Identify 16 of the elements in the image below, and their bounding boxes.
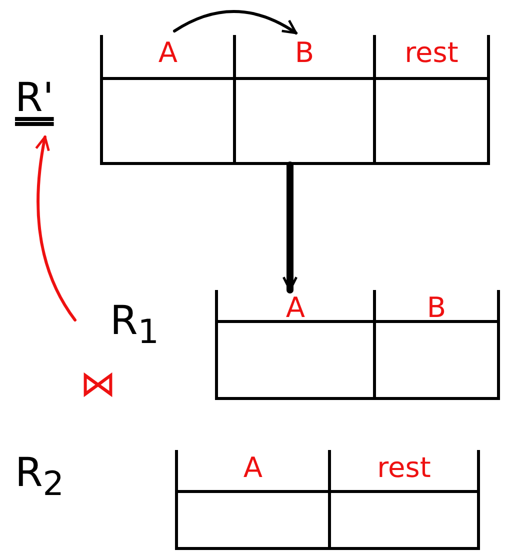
column-header: B [373, 290, 497, 320]
column-header: A [103, 35, 233, 77]
column-header: A [178, 450, 328, 490]
arrow [282, 162, 298, 294]
table-frame [100, 35, 490, 165]
table-frame [175, 450, 480, 550]
column-header: rest [328, 450, 477, 490]
relation-name: R' [15, 75, 54, 135]
column-header: A [218, 290, 373, 320]
arrow [173, 10, 298, 34]
column-header: rest [373, 35, 487, 77]
table-frame [215, 290, 500, 400]
arrow [35, 136, 76, 322]
join-symbol: ⋈ [80, 365, 116, 405]
relation-name: R$_{2}$ [15, 450, 64, 507]
relation-name: R$_{1}$ [110, 298, 160, 355]
